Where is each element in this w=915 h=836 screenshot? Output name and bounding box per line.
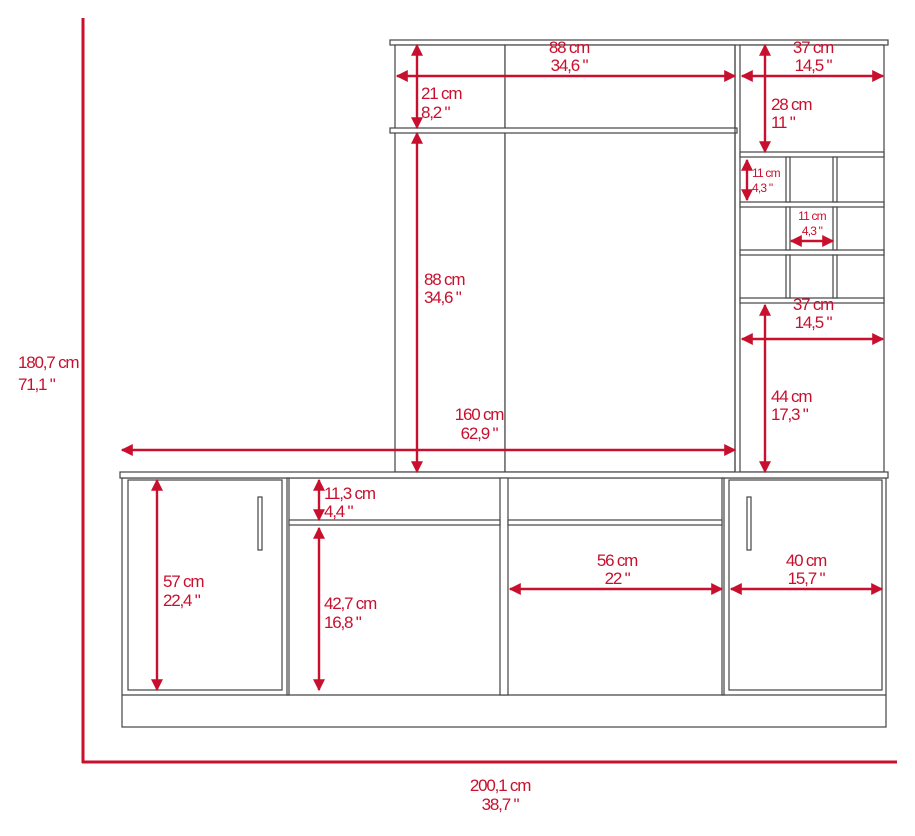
base-cabinet	[119, 471, 889, 728]
cubby-width-cm: 11 cm	[798, 209, 827, 223]
cubby-height-cm: 11 cm	[752, 166, 781, 180]
dimension-arrows	[120, 43, 885, 692]
overall-width-cm: 200,1 cm	[470, 776, 531, 795]
cubby-height-in: 4,3 "	[752, 181, 773, 195]
top-shelf-height-cm: 21 cm	[421, 84, 462, 103]
dimension-labels: 180,7 cm 71,1 " 200,1 cm 38,7 " 88 cm 34…	[18, 38, 835, 814]
open-shelf-height-in: 16,8 "	[324, 613, 362, 632]
door-height-in: 22,4 "	[163, 591, 201, 610]
drawer-height-cm: 11,3 cm	[324, 484, 376, 503]
tower-top-height-cm: 28 cm	[771, 95, 812, 114]
tower-top-height-in: 11 "	[771, 113, 796, 132]
tower-width-mid-cm: 37 cm	[793, 295, 834, 314]
tower-width-top-in: 14,5 "	[795, 56, 833, 75]
tower-cubbies	[739, 151, 885, 304]
overall-height-in: 71,1 "	[18, 375, 56, 394]
tower-width-top-cm: 37 cm	[793, 38, 834, 57]
overall-axes	[81, 18, 897, 764]
hutch-width-cm: 88 cm	[549, 38, 590, 57]
overall-width-in: 38,7 "	[482, 795, 520, 814]
middle-width-in: 22 "	[605, 569, 631, 588]
open-shelf-height-cm: 42,7 cm	[324, 594, 377, 613]
right-door-handle	[746, 496, 752, 551]
left-door-handle	[257, 496, 263, 551]
overall-height-cm: 180,7 cm	[18, 353, 79, 372]
hutch-height-cm: 88 cm	[424, 270, 465, 289]
tower-lower-height-cm: 44 cm	[771, 387, 812, 406]
right-cabinet-width-in: 15,7 "	[788, 569, 826, 588]
right-cabinet-width-cm: 40 cm	[786, 551, 827, 570]
tower-width-mid-in: 14,5 "	[795, 313, 833, 332]
base-width-in: 62,9 "	[461, 424, 499, 443]
hutch-width-in: 34,6 "	[551, 56, 589, 75]
door-height-cm: 57 cm	[163, 572, 204, 591]
middle-width-cm: 56 cm	[597, 551, 638, 570]
tower-lower-height-in: 17,3 "	[771, 405, 809, 424]
base-width-cm: 160 cm	[455, 405, 505, 424]
cubby-width-in: 4,3 "	[802, 224, 823, 238]
top-shelf-height-in: 8,2 "	[421, 103, 451, 122]
drawer-height-in: 4,4 "	[324, 502, 354, 521]
hutch-height-in: 34,6 "	[424, 288, 462, 307]
